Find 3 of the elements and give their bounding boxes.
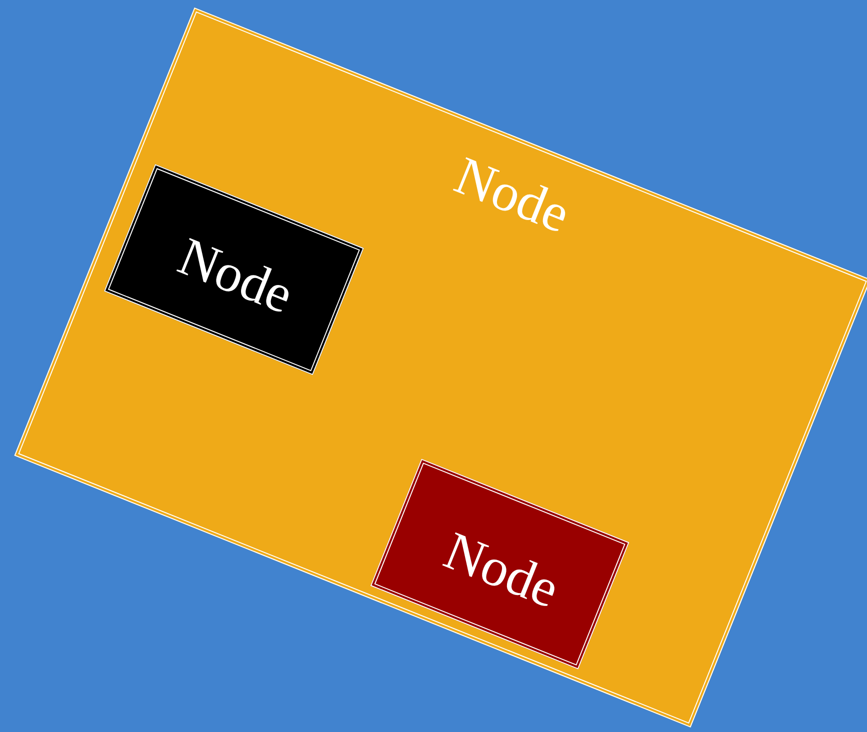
node-label: Node bbox=[172, 228, 300, 322]
node-label: Node bbox=[438, 522, 566, 616]
node-label: Node bbox=[448, 148, 577, 242]
